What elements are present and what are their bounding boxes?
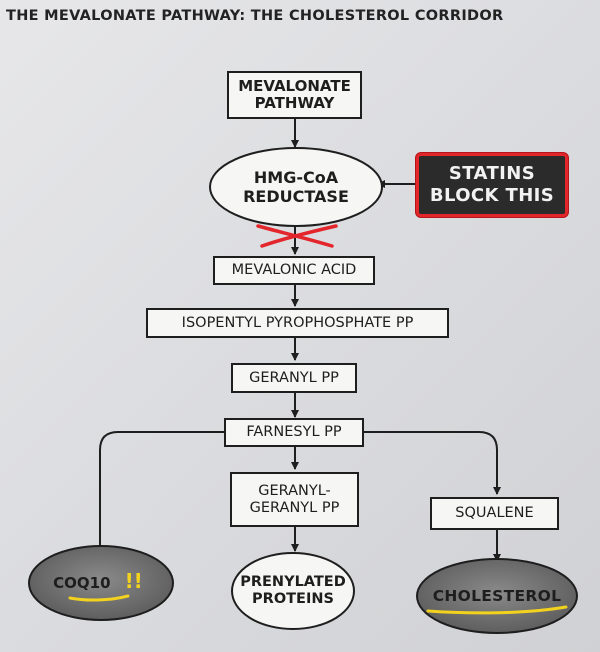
geranyl-pp-box: GERANYL PP: [231, 363, 357, 393]
cholesterol-oval-shape: [416, 558, 578, 634]
farnesyl-pp-box: FARNESYL PP: [224, 418, 364, 447]
arrow-farnesyl-to-squalene: [364, 431, 501, 495]
cholesterol-highlight: [426, 605, 568, 615]
squalene-box: SQUALENE: [430, 497, 559, 530]
arrow-farnesyl-to-coq10: [96, 431, 224, 556]
hmg-oval-shape: [209, 147, 383, 227]
page-title: THE MEVALONATE PATHWAY: THE CHOLESTEROL …: [6, 8, 504, 24]
coq10-exclamation-marks: !!: [124, 569, 143, 593]
mevalonate-pathway-box: MEVALONATE PATHWAY: [227, 71, 362, 119]
mevalonic-acid-box: MEVALONIC ACID: [213, 256, 375, 285]
cholesterol-node: CHOLESTEROL: [432, 586, 562, 605]
geranyl-geranyl-pp-box: GERANYL- GERANYL PP: [230, 472, 359, 527]
block-cross-2: [260, 224, 338, 248]
statins-block-callout: STATINS BLOCK THIS: [416, 153, 568, 217]
isopentyl-pyrophosphate-box: ISOPENTYL PYROPHOSPHATE PP: [146, 308, 449, 338]
coq10-node: COQ10 !!: [29, 546, 173, 620]
hmg-coa-reductase-node: HMG-CoA REDUCTASE: [243, 167, 349, 206]
prenylated-proteins-node: PRENYLATED PROTEINS: [240, 573, 346, 607]
prenylated-oval-shape: [231, 552, 355, 630]
coq10-oval-shape: [28, 545, 174, 621]
coq10-highlight: [68, 594, 130, 602]
coq10-label: COQ10: [53, 574, 111, 592]
